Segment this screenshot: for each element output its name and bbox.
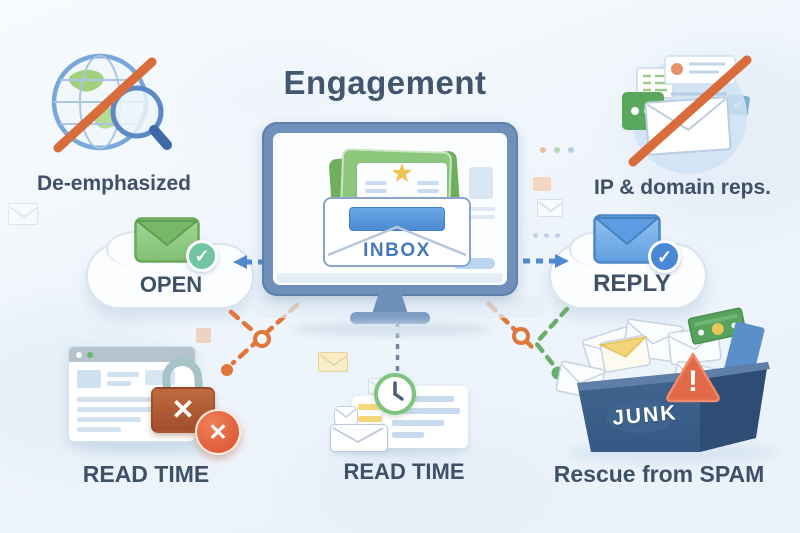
inbox-label: INBOX: [363, 240, 431, 261]
monitor-stand-neck: [372, 294, 408, 314]
yellow-envelope-doodle-icon: [318, 352, 349, 372]
envelope-slash-icon: [605, 50, 773, 182]
screen-doc-doodle: [469, 167, 493, 199]
blue-envelope-check-icon: [593, 214, 661, 264]
screen-line-doodle: [467, 215, 495, 219]
small-envelope-doodle-icon: [334, 406, 358, 426]
read-time-left-label: READ TIME: [82, 461, 210, 487]
inbox-envelope: INBOX: [323, 197, 471, 267]
envelope-clock-icon: [328, 370, 478, 452]
envelope-doodle-icon: [8, 203, 39, 225]
junk-box-icon: [550, 305, 780, 455]
square-doodle: [196, 328, 211, 343]
clock-icon: [374, 373, 416, 415]
monitor-shadow: [292, 322, 492, 336]
cross-icon: ✕: [171, 394, 195, 425]
envelope-outline-icon: [330, 424, 388, 452]
check-badge-icon: ✓: [186, 240, 218, 272]
browser-titlebar: [69, 347, 195, 362]
open-label: OPEN: [139, 272, 203, 297]
de-emphasized-label: De-emphasized: [36, 172, 192, 195]
globe-search-slash-icon: [40, 48, 172, 160]
monitor-envelope-star-icon: ★ INBOX: [262, 122, 518, 296]
envelope-crease: [327, 225, 467, 257]
page-title: Engagement: [283, 64, 487, 101]
warning-triangle-icon: !: [662, 349, 724, 407]
screen-button-doodle: [453, 258, 495, 269]
reply-label: REPLY: [593, 270, 671, 297]
screen-strip-doodle: [277, 273, 503, 283]
star-icon: ★: [390, 159, 414, 187]
ip-domain-reps-label: IP & domain reps.: [594, 176, 771, 199]
card-doodle: [533, 177, 551, 191]
browser-shadow: [80, 442, 220, 456]
envelope-doodle-icon: [537, 199, 564, 217]
lock-icon: ✕: [151, 387, 215, 433]
blocked-badge-icon: ✕: [195, 409, 241, 455]
green-envelope-check-icon: [134, 217, 200, 263]
monitor-screen: ★ INBOX: [273, 133, 507, 285]
check-badge-icon: ✓: [648, 240, 681, 273]
monitor-stand-base: [350, 312, 430, 324]
rescue-from-spam-label: Rescue from SPAM: [553, 461, 765, 487]
cross-icon: ✕: [208, 418, 228, 445]
svg-text:!: !: [688, 365, 698, 398]
screen-line-doodle: [459, 207, 495, 211]
read-time-center-label: READ TIME: [343, 459, 465, 484]
